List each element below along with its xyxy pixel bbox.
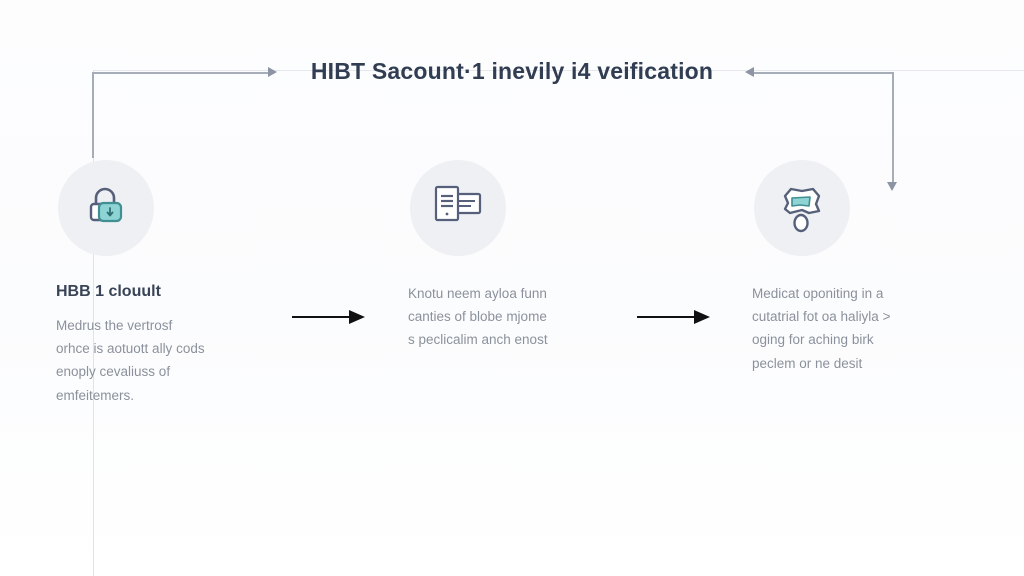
page-title: HIBT Sacount·1 inevily i4 veification [310, 58, 714, 84]
step-1-desc-line-2: orhce is aotuott ally cods [56, 341, 205, 357]
connector-right-vertical [892, 72, 894, 186]
step-3-icon-circle [754, 160, 850, 256]
badge-icon [776, 179, 828, 238]
step-2-desc-line-2: canties of blobe mjome [408, 309, 547, 325]
arrow-down-icon [887, 182, 897, 191]
step-2-desc-line-3: s peclicalim anch enost [408, 332, 548, 348]
step-2-description: Knotu neem ayloa funn canties of blobe m… [408, 282, 598, 352]
step-3-desc-line-1: Medicat oponiting in a [752, 286, 884, 301]
step-1-desc-line-4: emfeitemers. [56, 387, 135, 403]
step-3-desc-line-4: peclem or ne desit [752, 355, 863, 371]
step-2-icon-circle [410, 160, 506, 256]
step-3-body: Medicat oponiting in a cutatrial fot oa … [752, 282, 1002, 375]
step-1-body: HBB 1 clouult Medrus the vertrosf orhce … [56, 282, 306, 407]
step-1-title: HBB 1 clouult [56, 283, 161, 300]
step-3-desc-line-2: cutatrial fot oa haliyla > [752, 309, 891, 325]
step-2: Knotu neem ayloa funn canties of blobe m… [408, 160, 658, 352]
connector-left-vertical [92, 72, 94, 158]
step-1-desc-line-3: enoply cevaliuss of [56, 364, 171, 380]
step-2-body: Knotu neem ayloa funn canties of blobe m… [408, 282, 658, 352]
padlock-icon [79, 179, 133, 238]
connector-right-horizontal [752, 72, 894, 74]
arrow-left-icon [745, 67, 754, 77]
step-3-description: Medicat oponiting in a cutatrial fot oa … [752, 282, 942, 375]
documents-icon [430, 180, 486, 237]
step-3: Medicat oponiting in a cutatrial fot oa … [752, 160, 1002, 375]
step-3-desc-line-3: oging for aching birk [752, 332, 874, 348]
step-1-description: Medrus the vertrosf orhce is aotuott all… [56, 314, 246, 407]
step-1-desc-line-1: Medrus the vertrosf [56, 318, 173, 333]
step-arrow-2-to-3 [637, 310, 710, 324]
step-1: HBB 1 clouult Medrus the vertrosf orhce … [56, 160, 306, 407]
connector-left-horizontal [92, 72, 274, 74]
step-2-desc-line-1: Knotu neem ayloa funn [408, 286, 547, 301]
step-arrow-1-to-2 [292, 310, 365, 324]
step-1-icon-circle [58, 160, 154, 256]
arrow-right-icon [268, 67, 277, 77]
